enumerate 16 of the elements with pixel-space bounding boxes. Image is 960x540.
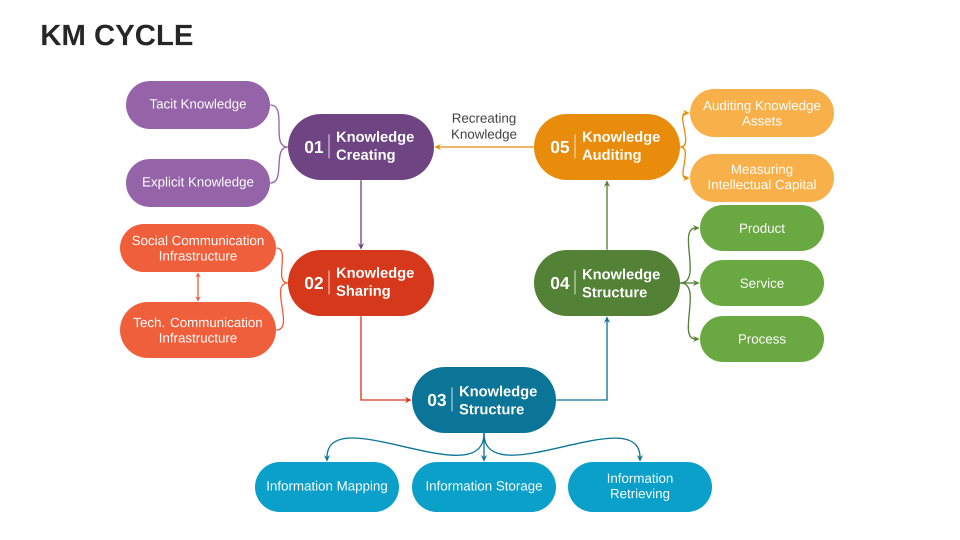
topic-box: Social Communication Infrastructure: [120, 224, 276, 272]
edge-label: Recreating Knowledge: [452, 112, 516, 142]
topic-box: Auditing Knowledge Assets: [690, 89, 834, 137]
topic-box: Service: [700, 260, 824, 306]
topic-box: Tech. Communication Infrastructure: [120, 302, 276, 358]
process-box: 03 Knowledge Structure: [412, 367, 556, 433]
topic-box: Information Storage: [412, 462, 556, 512]
process-box: 04 Knowledge Structure: [534, 250, 680, 316]
topic-box: Explicit Knowledge: [126, 159, 270, 207]
topic-box: Tacit Knowledge: [126, 81, 270, 129]
topic-box: Product: [700, 205, 824, 251]
topic-box: Information Retrieving: [568, 462, 712, 512]
title: KM CYCLE: [42, 24, 192, 46]
topic-box: Measuring Intellectual Capital: [690, 154, 834, 202]
topic-box: Process: [700, 316, 824, 362]
topic-box: Information Mapping: [255, 462, 399, 512]
